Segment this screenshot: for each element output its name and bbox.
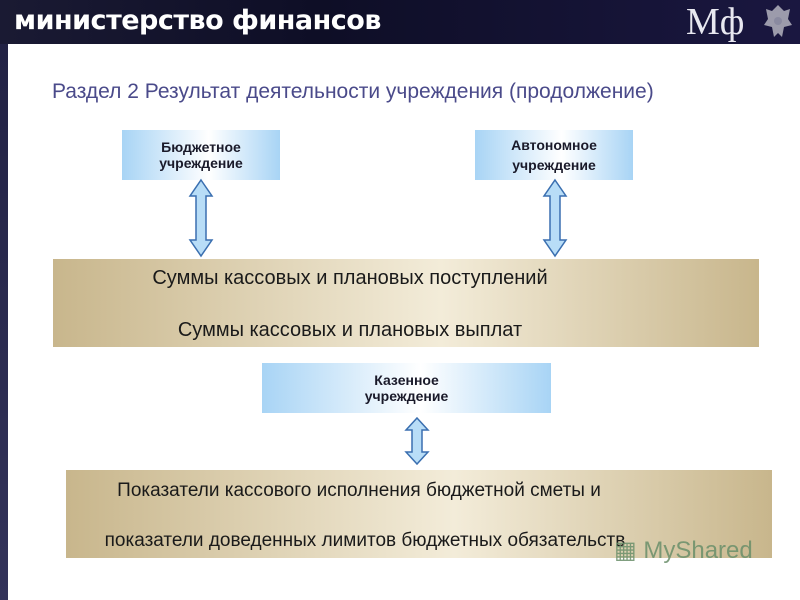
coat-of-arms-icon: [764, 5, 792, 37]
limits-indicators-text: показатели доведенных лимитов бюджетных …: [104, 530, 626, 551]
state-institution-line2: учреждение: [364, 388, 449, 404]
cash-payments-text: Суммы кассовых и плановых выплат: [177, 319, 523, 341]
budget-institution-box: Бюджетное учреждение: [122, 130, 280, 180]
watermark-icon: ▦: [614, 537, 644, 564]
logo-text: Мф: [686, 1, 745, 43]
budget-institution-line1: Бюджетное: [161, 139, 241, 155]
indicators-box: Показатели кассового исполнения бюджетно…: [66, 470, 772, 558]
budget-institution-line2: учреждение: [159, 155, 243, 171]
cash-receipts-text: Суммы кассовых и плановых поступлений: [152, 267, 548, 289]
ministry-title: министерство финансов: [14, 5, 381, 36]
cash-sums-box: Суммы кассовых и плановых поступлений Су…: [53, 259, 759, 347]
double-arrow-state: [404, 416, 430, 466]
execution-indicators-text: Показатели кассового исполнения бюджетно…: [117, 480, 601, 501]
state-institution-line1: Казенное: [374, 372, 439, 388]
double-arrow-budget: [188, 178, 214, 258]
autonomous-institution-box: Автономное учреждение: [475, 130, 633, 180]
left-accent-bar: [0, 44, 8, 600]
watermark-text: MyShared: [643, 537, 753, 564]
autonomous-institution-line2: учреждение: [512, 157, 596, 173]
autonomous-institution-line1: Автономное: [511, 137, 597, 153]
page-title: Раздел 2 Результат деятельности учрежден…: [52, 80, 654, 103]
state-institution-box: Казенное учреждение: [262, 363, 551, 413]
ministry-logo: Мф: [686, 1, 756, 43]
watermark: ▦ MyShared: [614, 536, 753, 565]
header-bar: министерство финансов Мф: [0, 0, 800, 44]
double-arrow-autonomous: [542, 178, 568, 258]
